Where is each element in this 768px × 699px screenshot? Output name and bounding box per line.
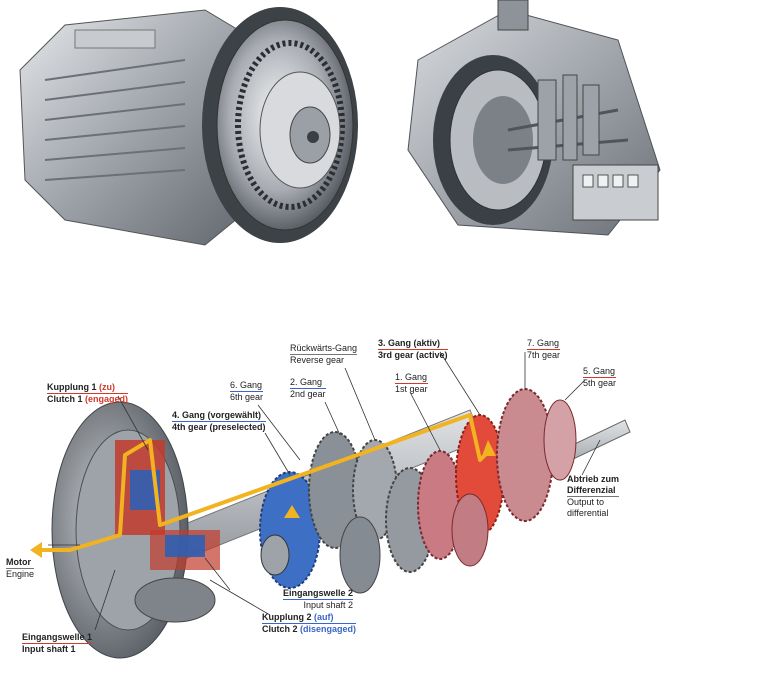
label-output: Abtrieb zum Differenzial Output to diffe… (567, 474, 620, 518)
label-motor: Motor Engine (6, 557, 35, 579)
label-clutch1: Kupplung 1 (zu) Clutch 1 (engaged) (47, 382, 129, 404)
label-gear6: 6. Gang 6th gear (230, 380, 264, 402)
label-gear3: 3. Gang (aktiv) 3rd gear (active) (378, 338, 448, 360)
label-gear1: 1. Gang 1st gear (395, 372, 428, 394)
label-input2: Eingangswelle 2 Input shaft 2 (283, 588, 354, 610)
transmission-cutaway-photo-right (407, 0, 661, 236)
label-gear7: 7. Gang 7th gear (527, 338, 561, 360)
label-clutch2: Kupplung 2 (auf) Clutch 2 (disengaged) (262, 612, 357, 634)
label-gear5: 5. Gang 5th gear (583, 366, 617, 388)
label-gear2: 2. Gang 2nd gear (290, 377, 326, 399)
dsg-schematic (30, 351, 631, 659)
label-gear4: 4. Gang (vorgewählt) 4th gear (preselect… (172, 410, 266, 432)
label-input1: Eingangswelle 1 Input shaft 1 (22, 632, 93, 654)
label-reverse: Rückwärts-Gang Reverse gear (290, 343, 358, 365)
transmission-photo-left (19, 7, 358, 246)
